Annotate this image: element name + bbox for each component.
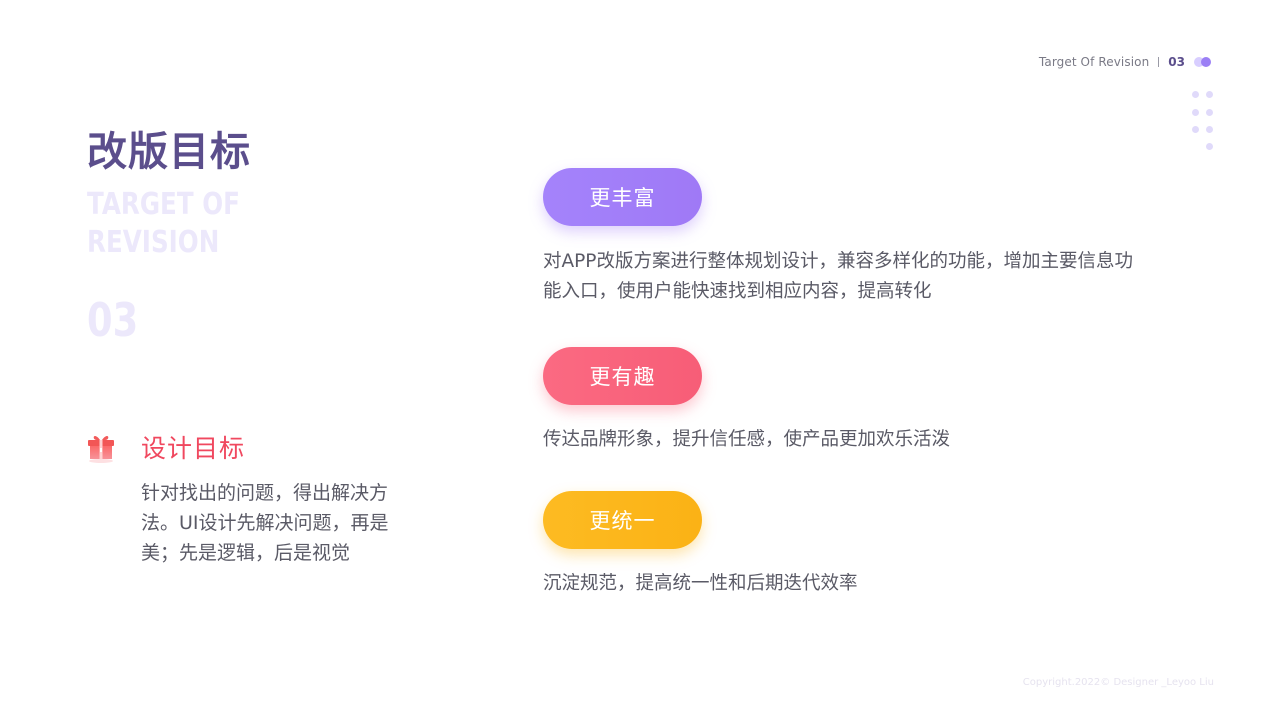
tag-richer: 更丰富 (543, 168, 702, 226)
goal-description: 针对找出的问题，得出解决方法。UI设计先解决问题，再是美；先是逻辑，后是视觉 (141, 482, 389, 564)
page-header: Target Of Revision 03 (1039, 54, 1214, 70)
description-richer: 对APP改版方案进行整体规划设计，兼容多样化的功能，增加主要信息功能入口，使用户… (543, 251, 1133, 302)
copyright-text: Copyright.2022© Designer _Leyoo Liu (1022, 677, 1214, 688)
section-number: 03 (87, 293, 139, 347)
gift-icon (87, 434, 115, 464)
tag-more-unified: 更统一 (543, 491, 702, 549)
description-more-fun: 传达品牌形象，提升信任感，使产品更加欢乐活泼 (543, 429, 951, 450)
header-page-number: 03 (1168, 55, 1185, 69)
description-more-unified: 沉淀规范，提高统一性和后期迭代效率 (543, 573, 858, 594)
tag-more-fun: 更有趣 (543, 347, 702, 405)
header-dots-icon (1194, 56, 1214, 68)
decorative-dot-grid (1188, 88, 1218, 152)
header-title: Target Of Revision (1038, 55, 1150, 69)
page-title: 改版目标 (87, 129, 251, 175)
subtitle-line-2: REVISION (87, 225, 220, 260)
header-divider (1158, 57, 1160, 67)
goal-title: 设计目标 (141, 434, 246, 463)
page-subtitle: TARGET OF REVISION (87, 186, 251, 262)
subtitle-line-1: TARGET OF (87, 187, 240, 222)
